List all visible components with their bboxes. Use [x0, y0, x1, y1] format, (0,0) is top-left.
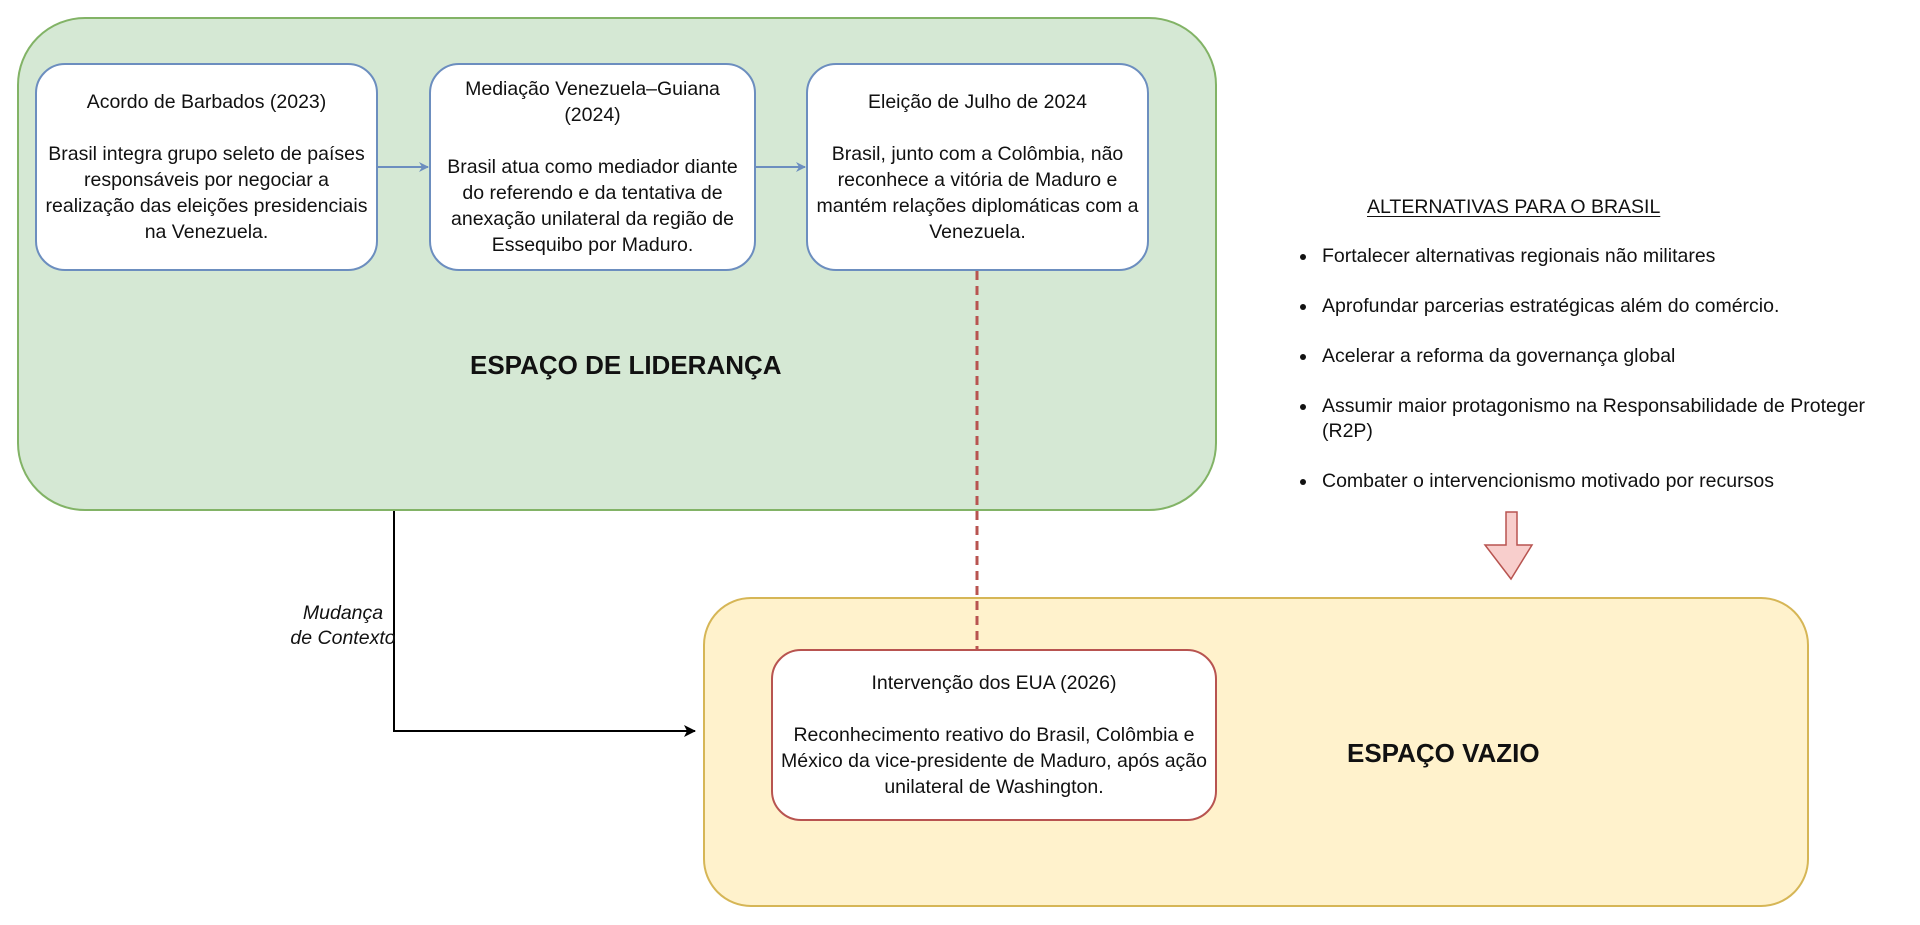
bullet-icon — [1300, 479, 1306, 485]
context-change-label: Mudança de Contexto — [290, 602, 396, 649]
list-item: Fortalecer alternativas regionais não mi… — [1290, 244, 1920, 269]
list-item: Assumir maior protagonismo na Responsabi… — [1290, 394, 1920, 444]
list-item: Aprofundar parcerias estratégicas além d… — [1290, 294, 1920, 319]
alternatives-list: Fortalecer alternativas regionais não mi… — [1290, 244, 1920, 519]
event-card-mediation: Mediação Venezuela–Guiana (2024) Brasil … — [429, 63, 756, 271]
card-title: Eleição de Julho de 2024 — [867, 91, 1087, 113]
empty-zone-label: ESPAÇO VAZIO — [1347, 738, 1540, 768]
card-title: Acordo de Barbados (2023) — [86, 91, 327, 113]
list-item: Acelerar a reforma da governança global — [1290, 344, 1920, 369]
leadership-zone-label: ESPAÇO DE LIDERANÇA — [470, 350, 782, 380]
card-title: Mediação Venezuela–Guiana (2024) — [465, 78, 720, 126]
card-title: Intervenção dos EUA (2026) — [871, 672, 1117, 694]
card-body: Brasil integra grupo seleto de países re… — [45, 143, 368, 243]
alternatives-heading: ALTERNATIVAS PARA O BRASIL — [1367, 196, 1661, 218]
card-body: Brasil atua como mediador diante do refe… — [447, 156, 738, 256]
event-card-barbados: Acordo de Barbados (2023) Brasil integra… — [35, 63, 378, 271]
list-item: Combater o intervencionismo motivado por… — [1290, 469, 1920, 494]
bullet-icon — [1300, 304, 1306, 310]
event-card-us-intervention: Intervenção dos EUA (2026) Reconheciment… — [771, 649, 1217, 821]
context-change-arrow — [393, 511, 696, 737]
bullet-icon — [1300, 404, 1306, 410]
block-arrow-down-icon — [1483, 511, 1534, 581]
bullet-icon — [1300, 254, 1306, 260]
card-body: Reconhecimento reativo do Brasil, Colômb… — [781, 724, 1207, 798]
bullet-icon — [1300, 354, 1306, 360]
event-card-election: Eleição de Julho de 2024 Brasil, junto c… — [806, 63, 1149, 271]
card-body: Brasil, junto com a Colômbia, não reconh… — [816, 143, 1139, 243]
